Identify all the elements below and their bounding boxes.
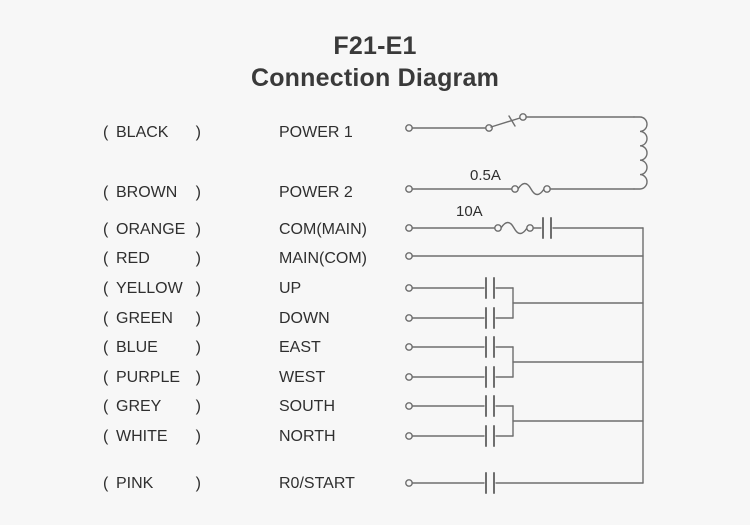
- row-orange: ( ORANGE ) COM(MAIN): [0, 219, 420, 241]
- terminal-main-com: [405, 252, 413, 260]
- terminal-north: [405, 432, 413, 440]
- wire-color-black: ( BLACK ): [103, 122, 201, 144]
- terminal-east: [405, 343, 413, 351]
- terminal-up: [405, 284, 413, 292]
- function-label-east: EAST: [279, 339, 321, 356]
- fuse-node-right-05a: [543, 185, 551, 193]
- wire-color-white: ( WHITE ): [103, 426, 201, 448]
- fuse-label-05a: 0.5A: [470, 167, 501, 184]
- wire-color-grey: ( GREY ): [103, 396, 201, 418]
- paren-right: ): [195, 428, 201, 445]
- paren-left: (: [103, 428, 109, 445]
- terminal-south: [405, 402, 413, 410]
- fuse-icon-05a: [517, 182, 545, 196]
- paren-right: ): [195, 310, 201, 327]
- terminal-com-main: [405, 224, 413, 232]
- function-label-r0-start: R0/START: [279, 475, 355, 492]
- terminal-r0-start: [405, 479, 413, 487]
- row-white: ( WHITE ) NORTH: [0, 426, 420, 448]
- switch-contact-power-1: [519, 113, 527, 121]
- terminal-down: [405, 314, 413, 322]
- switch-blade-power-1: [490, 117, 521, 128]
- color-name: GREEN: [116, 310, 173, 327]
- function-label-up: UP: [279, 280, 302, 297]
- fuse-label-10a: 10A: [456, 203, 483, 220]
- function-label-north: NORTH: [279, 428, 336, 445]
- paren-right: ): [195, 124, 201, 141]
- terminal-west: [405, 373, 413, 381]
- row-red: ( RED ) MAIN(COM): [0, 248, 420, 270]
- paren-right: ): [195, 280, 201, 297]
- terminal-power-2: [405, 185, 413, 193]
- color-name: PINK: [116, 475, 154, 492]
- paren-left: (: [103, 398, 109, 415]
- paren-left: (: [103, 184, 109, 201]
- wire-color-purple: ( PURPLE ): [103, 367, 201, 389]
- fuse-node-right-10a: [526, 224, 534, 232]
- wire-color-green: ( GREEN ): [103, 308, 201, 330]
- color-name: BLUE: [116, 339, 158, 356]
- paren-right: ): [195, 339, 201, 356]
- wire-color-red: ( RED ): [103, 248, 201, 270]
- row-pink: ( PINK ) R0/START: [0, 473, 420, 495]
- color-name: YELLOW: [116, 280, 183, 297]
- color-name: WHITE: [116, 428, 168, 445]
- paren-left: (: [103, 475, 109, 492]
- coil-solenoid-icon: [633, 116, 648, 190]
- paren-left: (: [103, 250, 109, 267]
- color-name: GREY: [116, 398, 162, 415]
- row-black: ( BLACK ) POWER 1: [0, 122, 420, 144]
- function-label-main-com: MAIN(COM): [279, 250, 367, 267]
- paren-right: ): [195, 184, 201, 201]
- wire-color-brown: ( BROWN ): [103, 182, 201, 204]
- wire-color-pink: ( PINK ): [103, 473, 201, 495]
- switch-tick-power-1: [508, 115, 516, 127]
- switch-pivot-power-1: [485, 124, 493, 132]
- page-title: F21-E1 Connection Diagram: [0, 30, 750, 94]
- row-purple: ( PURPLE ) WEST: [0, 367, 420, 389]
- paren-right: ): [195, 369, 201, 386]
- fuse-icon-10a: [500, 221, 528, 235]
- fuse-node-left-10a: [494, 224, 502, 232]
- function-label-west: WEST: [279, 369, 326, 386]
- wire-color-orange: ( ORANGE ): [103, 219, 201, 241]
- terminal-power-1: [405, 124, 413, 132]
- row-brown: ( BROWN ) POWER 2: [0, 182, 420, 204]
- function-label-down: DOWN: [279, 310, 330, 327]
- paren-left: (: [103, 124, 109, 141]
- color-name: PURPLE: [116, 369, 181, 386]
- paren-left: (: [103, 280, 109, 297]
- color-name: BROWN: [116, 184, 178, 201]
- paren-right: ): [195, 221, 201, 238]
- row-grey: ( GREY ) SOUTH: [0, 396, 420, 418]
- function-label-com-main: COM(MAIN): [279, 221, 367, 238]
- paren-left: (: [103, 339, 109, 356]
- paren-right: ): [195, 475, 201, 492]
- color-name: ORANGE: [116, 221, 186, 238]
- wire-color-yellow: ( YELLOW ): [103, 278, 201, 300]
- wire-color-blue: ( BLUE ): [103, 337, 201, 359]
- color-name: BLACK: [116, 124, 169, 141]
- row-yellow: ( YELLOW ) UP: [0, 278, 420, 300]
- paren-left: (: [103, 369, 109, 386]
- row-green: ( GREEN ) DOWN: [0, 308, 420, 330]
- function-label-power-2: POWER 2: [279, 184, 353, 201]
- function-label-south: SOUTH: [279, 398, 335, 415]
- title-line-subject: Connection Diagram: [250, 64, 500, 92]
- row-blue: ( BLUE ) EAST: [0, 337, 420, 359]
- title-line-model: F21-E1: [333, 32, 417, 60]
- fuse-node-left-05a: [511, 185, 519, 193]
- function-label-power-1: POWER 1: [279, 124, 353, 141]
- paren-right: ): [195, 398, 201, 415]
- paren-right: ): [195, 250, 201, 267]
- paren-left: (: [103, 310, 109, 327]
- color-name: RED: [116, 250, 150, 267]
- paren-left: (: [103, 221, 109, 238]
